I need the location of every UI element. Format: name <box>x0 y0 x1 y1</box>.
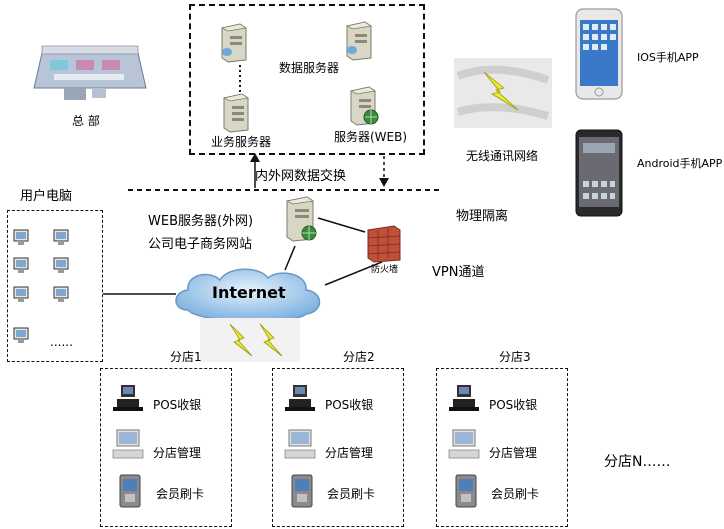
branch-1-box <box>100 368 232 527</box>
business-server-icon <box>220 92 250 133</box>
card-reader-icon <box>119 474 141 512</box>
wireless-label: 无线通讯网络 <box>466 149 539 163</box>
data-server-label: 数据服务器 <box>279 61 340 75</box>
firewall-icon <box>364 224 404 264</box>
desktop-pc-icon <box>284 428 316 466</box>
branch-3-card-label: 会员刷卡 <box>491 487 540 501</box>
user-pcs-box <box>7 210 103 362</box>
branch-2-box <box>272 368 404 527</box>
business-server-label: 业务服务器 <box>211 135 272 149</box>
wireless-lightning-icon <box>454 58 552 128</box>
branch-1-name: 分店1 <box>170 350 202 364</box>
card-reader-icon <box>291 474 313 512</box>
headquarters-icon <box>30 38 150 110</box>
branch-3-pos-label: POS收银 <box>489 398 538 412</box>
server-icon <box>218 22 248 63</box>
vpn-label: VPN通道 <box>432 265 485 280</box>
pc-icon <box>52 256 72 280</box>
user-pcs-more: ...... <box>50 335 73 349</box>
lightning-icon <box>200 318 300 362</box>
branch-1-card-label: 会员刷卡 <box>156 487 205 501</box>
external-web-server-label: WEB服务器(外网) <box>148 214 254 229</box>
external-web-server-icon <box>283 195 317 243</box>
branch-2-card-label: 会员刷卡 <box>327 487 376 501</box>
branch-3-manage-label: 分店管理 <box>489 446 538 460</box>
pc-icon <box>52 285 72 309</box>
branch-1-pos-label: POS收银 <box>153 398 202 412</box>
physical-isolation-label: 物理隔离 <box>456 209 509 224</box>
ecommerce-site-label: 公司电子商务网站 <box>148 237 253 252</box>
pc-icon <box>12 326 32 350</box>
data-server-icon <box>343 20 373 61</box>
pos-register-icon <box>449 383 479 417</box>
pos-register-icon <box>285 383 315 417</box>
internet-label: Internet <box>212 283 286 302</box>
firewall-label: 防火墙 <box>371 265 399 275</box>
branch-3-name: 分店3 <box>499 350 531 364</box>
desktop-pc-icon <box>448 428 480 466</box>
network-exchange-label: 内外网数据交换 <box>255 169 347 184</box>
branch-2-pos-label: POS收银 <box>325 398 374 412</box>
branch-3-box <box>436 368 568 527</box>
card-reader-icon <box>455 474 477 512</box>
android-app-label: Android手机APP <box>637 157 723 170</box>
branch-2-name: 分店2 <box>343 350 375 364</box>
ios-app-label: IOS手机APP <box>637 51 699 64</box>
web-server-icon <box>347 85 379 127</box>
android-phone-icon <box>575 129 623 217</box>
branch-1-manage-label: 分店管理 <box>153 446 202 460</box>
web-server-label: 服务器(WEB) <box>334 130 408 144</box>
server-cluster-box <box>189 4 425 155</box>
pc-icon <box>12 285 32 309</box>
pc-icon <box>12 256 32 280</box>
user-pcs-title: 用户电脑 <box>20 189 73 204</box>
ios-phone-icon <box>575 8 623 100</box>
pc-icon <box>12 228 32 252</box>
pos-register-icon <box>113 383 143 417</box>
branch-n-label: 分店N…… <box>604 454 671 470</box>
branch-2-manage-label: 分店管理 <box>325 446 374 460</box>
headquarters-label: 总 部 <box>72 114 100 128</box>
pc-icon <box>52 228 72 252</box>
desktop-pc-icon <box>112 428 144 466</box>
